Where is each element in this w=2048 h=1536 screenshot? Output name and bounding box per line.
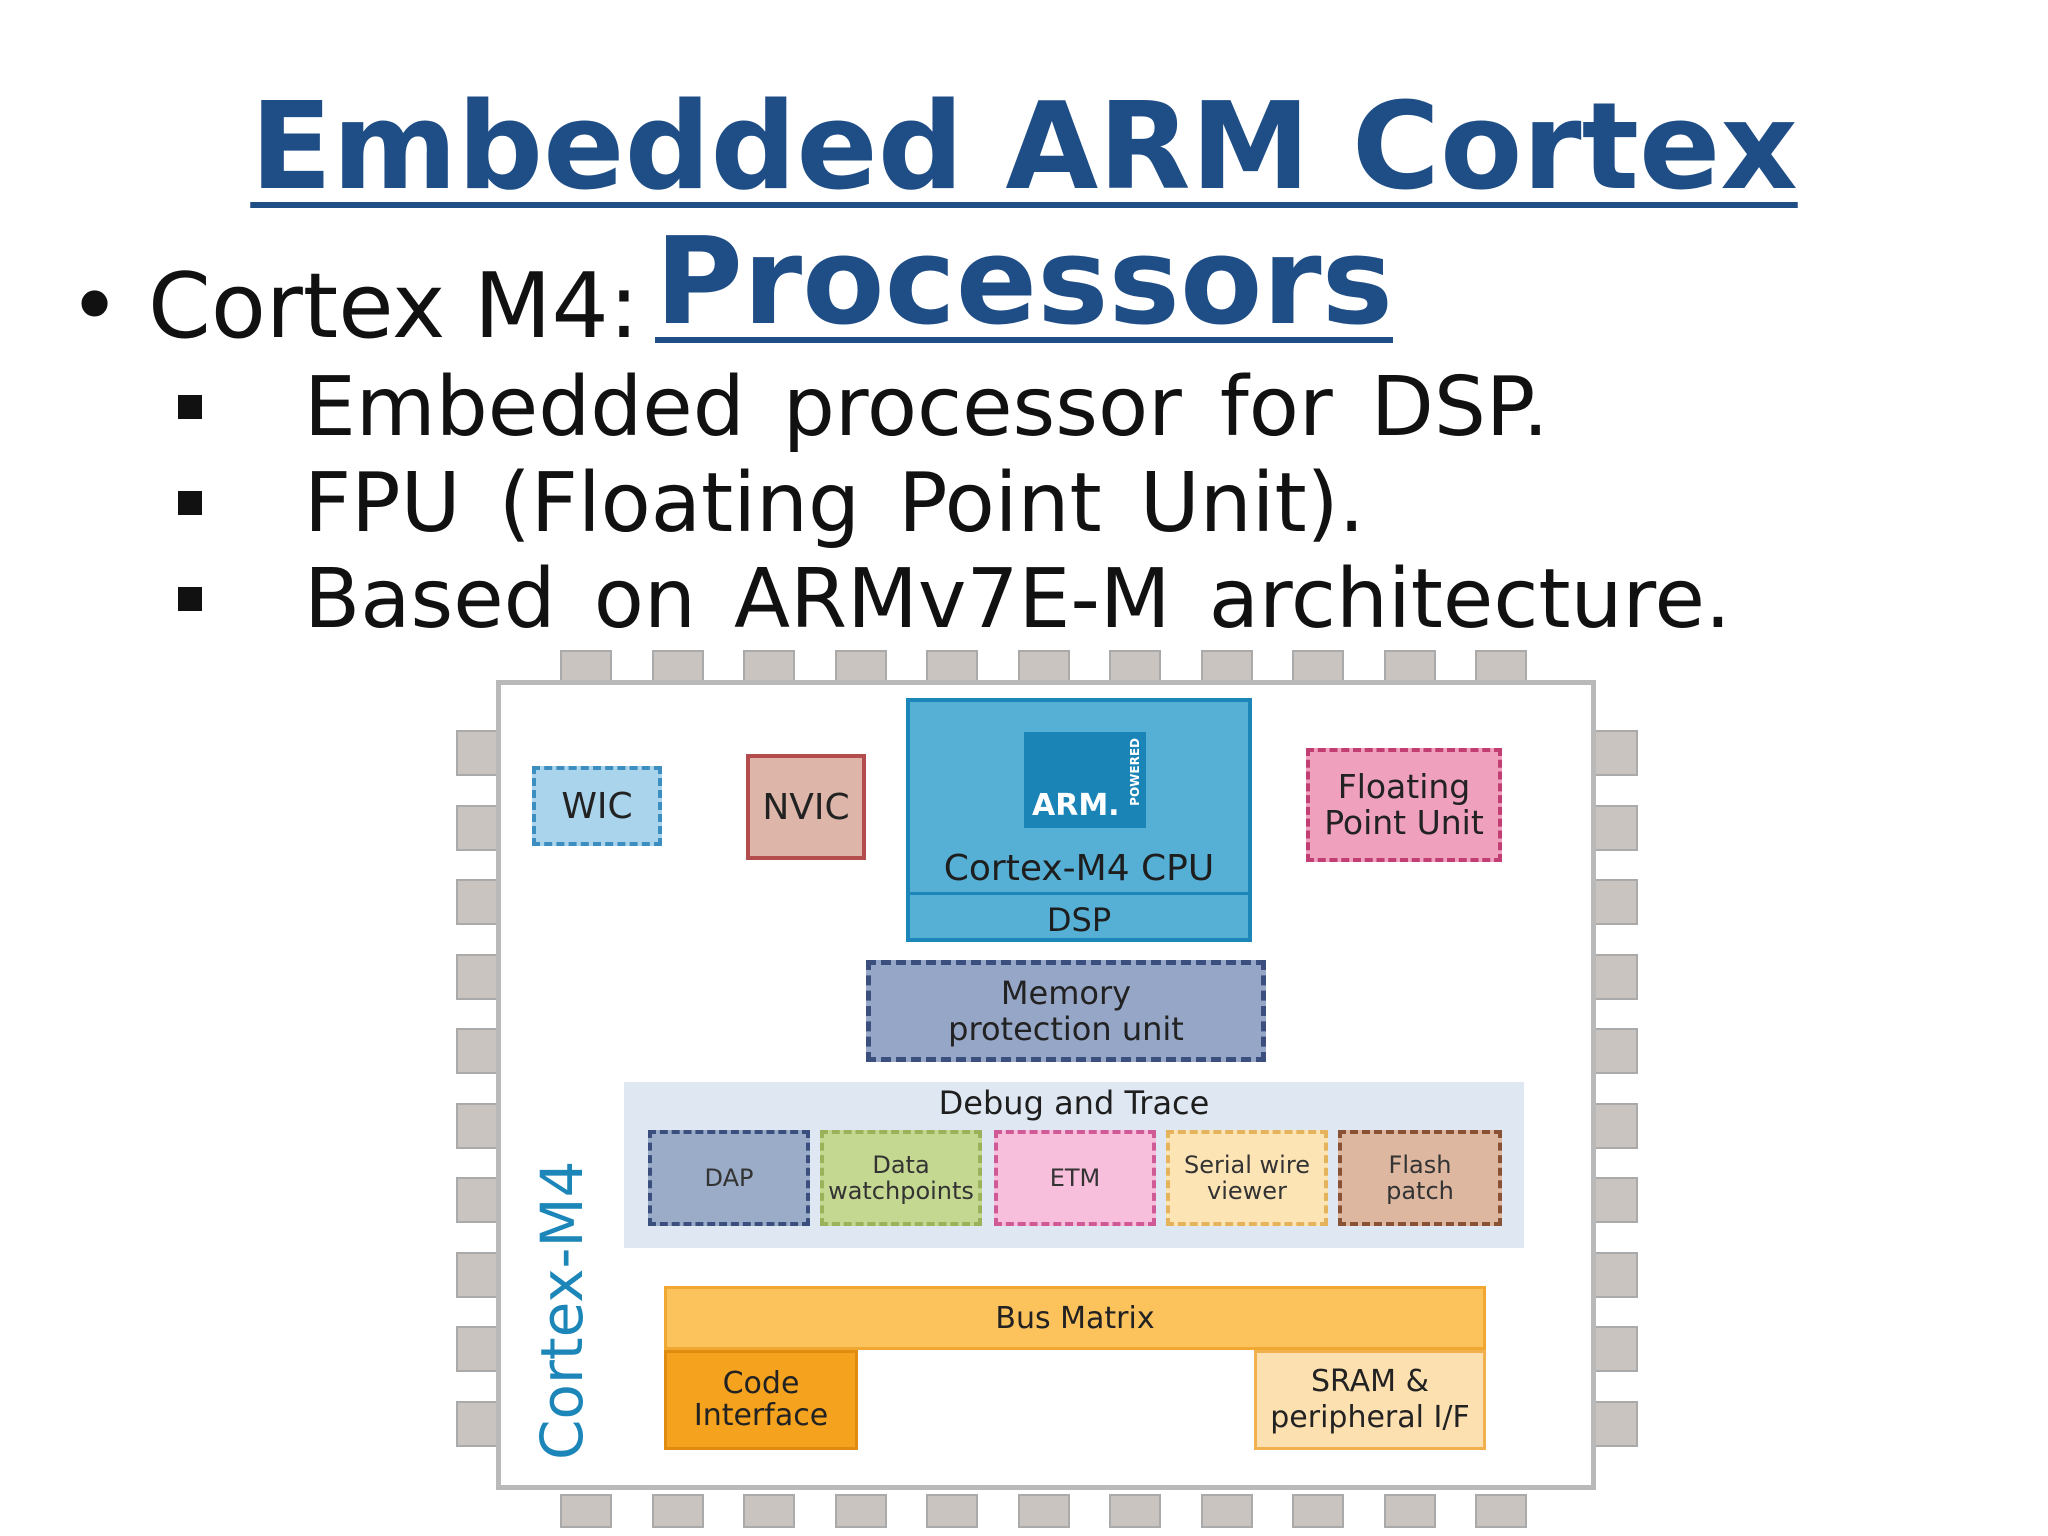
sub-bullet-text: FPU (Floating Point Unit). xyxy=(304,456,1365,551)
chip-pin xyxy=(926,650,978,684)
chip-pin xyxy=(456,1177,500,1223)
chip-pin xyxy=(834,1494,887,1528)
chip-pin xyxy=(1383,650,1436,684)
chip-pin xyxy=(1594,730,1638,776)
etm-label: ETM xyxy=(1049,1164,1101,1192)
fpu-line-2: Point Unit xyxy=(1324,803,1484,842)
chip-pin xyxy=(456,879,500,925)
dap-label: DAP xyxy=(704,1164,754,1192)
dsp-block: DSP xyxy=(910,892,1248,945)
slide-title: Embedded ARM Cortex Processors xyxy=(0,80,2048,350)
chip-pin xyxy=(1594,1177,1638,1223)
chip-pin xyxy=(834,650,887,684)
chip-pin xyxy=(1594,1028,1638,1074)
arm-logo-text: ARM. xyxy=(1032,788,1120,823)
swv-line-1: Serial wire xyxy=(1184,1151,1310,1179)
chip-pin xyxy=(1383,1494,1436,1528)
chip-pin xyxy=(456,730,500,776)
square-bullet-icon xyxy=(178,394,202,419)
chip-pin xyxy=(456,1028,500,1074)
chip-pin xyxy=(1200,1494,1253,1528)
mpu-line-1: Memory xyxy=(1000,974,1132,1012)
main-bullet: •Cortex M4: xyxy=(68,252,639,362)
chip-pin xyxy=(1594,1251,1638,1298)
nvic-block: NVIC xyxy=(746,754,866,860)
chip-pin xyxy=(456,1326,500,1372)
title-line-2: Processors xyxy=(655,213,1393,352)
sub-bullet-2: FPU (Floating Point Unit). xyxy=(178,456,1365,552)
chip-pin xyxy=(1594,804,1638,851)
chip-pin xyxy=(926,1494,978,1528)
sram-line-2: peripheral I/F xyxy=(1270,1400,1470,1435)
title-line-1: Embedded ARM Cortex xyxy=(250,78,1798,217)
square-bullet-icon xyxy=(178,490,202,515)
main-bullet-text: Cortex M4: xyxy=(148,254,640,359)
dwp-line-2: watchpoints xyxy=(828,1177,974,1205)
chip-pin xyxy=(1594,953,1638,1000)
bus-matrix-block: Bus Matrix xyxy=(664,1286,1486,1350)
chip-pin xyxy=(743,1494,795,1528)
chip-pin xyxy=(651,650,704,684)
arm-powered-text: POWERED xyxy=(1128,738,1142,806)
cpu-block: POWERED ARM. Cortex-M4 CPU DSP xyxy=(906,698,1252,942)
fpu-line-1: Floating xyxy=(1337,767,1471,806)
square-bullet-icon xyxy=(178,586,202,611)
sub-bullet-1: Embedded processor for DSP. xyxy=(178,360,1549,456)
chip-pin xyxy=(456,1251,500,1298)
mpu-line-2: protection unit xyxy=(948,1010,1184,1048)
etm-block: ETM xyxy=(994,1130,1156,1226)
wic-block: WIC xyxy=(532,766,662,846)
flash-line-1: Flash xyxy=(1388,1151,1452,1179)
dap-block: DAP xyxy=(648,1130,810,1226)
sub-bullet-text: Based on ARMv7E-M architecture. xyxy=(304,552,1731,647)
chip-pin xyxy=(1292,1494,1344,1528)
sram-line-1: SRAM & xyxy=(1310,1364,1429,1399)
chip-pin xyxy=(1594,1400,1638,1447)
dwp-line-1: Data xyxy=(872,1151,930,1179)
chip-pin xyxy=(1475,650,1527,684)
chip-pin xyxy=(743,650,795,684)
chip-pin xyxy=(560,650,612,684)
chip-pin xyxy=(1017,1494,1070,1528)
chip-pin xyxy=(456,1400,500,1447)
cpu-label: Cortex-M4 CPU xyxy=(943,848,1215,889)
code-line-2: Interface xyxy=(693,1398,829,1433)
chip-vertical-label: Cortex-M4 xyxy=(528,1160,596,1460)
chip-pin xyxy=(1109,650,1161,684)
chip-pin xyxy=(1109,1494,1161,1528)
flash-line-2: patch xyxy=(1386,1177,1454,1205)
debug-trace-label: Debug and Trace xyxy=(938,1084,1210,1122)
sub-bullet-text: Embedded processor for DSP. xyxy=(304,360,1549,455)
chip-pin xyxy=(1594,879,1638,925)
chip-pin xyxy=(1292,650,1344,684)
swv-line-2: viewer xyxy=(1207,1177,1287,1205)
sub-bullet-3: Based on ARMv7E-M architecture. xyxy=(178,552,1731,648)
chip-pin xyxy=(456,953,500,1000)
chip-pin xyxy=(456,804,500,851)
chip-pin xyxy=(1594,1102,1638,1149)
chip-pin xyxy=(1594,1326,1638,1372)
bullet-dot-icon: • xyxy=(68,254,122,359)
arm-logo: POWERED ARM. xyxy=(1024,732,1146,828)
chip-pin xyxy=(1200,650,1253,684)
code-line-1: Code xyxy=(722,1366,800,1401)
sram-peripheral-block: SRAM &peripheral I/F xyxy=(1254,1350,1486,1450)
chip-pin xyxy=(456,1102,500,1149)
chip-pin xyxy=(1017,650,1070,684)
chip-pin xyxy=(560,1494,612,1528)
chip-pin xyxy=(1475,1494,1527,1528)
chip-pin xyxy=(651,1494,704,1528)
